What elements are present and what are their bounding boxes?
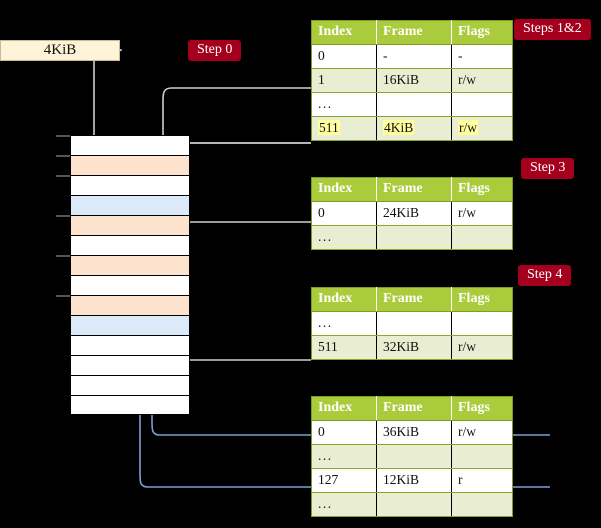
mem-row-0 <box>70 135 190 155</box>
cell-flags: r <box>451 468 513 493</box>
cell-frame: 36KiB <box>376 420 452 445</box>
mem-row-4 <box>70 215 190 235</box>
cell-flags <box>451 444 513 469</box>
table-row: ... <box>311 444 513 469</box>
cell-index: 127 <box>311 468 377 493</box>
cell-frame: - <box>376 44 452 69</box>
mem-row-12 <box>70 375 190 395</box>
cell-index: ... <box>311 444 377 469</box>
table-row: ... <box>311 92 513 117</box>
column-header-flags: Flags <box>451 177 513 202</box>
frame-box-4kib: 4KiB <box>0 40 120 61</box>
wire-l4-511b <box>176 142 311 156</box>
cell-frame: 12KiB <box>376 468 452 493</box>
mem-row-2 <box>70 175 190 195</box>
cell-index: ... <box>311 311 377 336</box>
table-row: ... <box>311 492 513 517</box>
cell-frame: 16KiB <box>376 68 452 93</box>
column-header-index: Index <box>311 20 377 45</box>
cell-frame: 4KiB <box>376 116 452 141</box>
memory-tick-1 <box>56 155 70 157</box>
badge-steps-1-and-2: Steps 1&2 <box>514 19 591 41</box>
highlighted-value: 511 <box>318 120 340 135</box>
mem-row-1 <box>70 155 190 175</box>
cell-index: 0 <box>311 201 377 226</box>
cell-frame <box>376 444 452 469</box>
column-header-flags: Flags <box>451 396 513 421</box>
cell-flags: r/w <box>451 335 513 360</box>
cell-index: 511 <box>311 116 377 141</box>
mem-row-7 <box>70 275 190 295</box>
cell-frame: 32KiB <box>376 335 452 360</box>
wire-step3 <box>173 221 311 257</box>
frame-box-label: 4KiB <box>43 42 77 58</box>
cell-flags: r/w <box>451 201 513 226</box>
cell-frame <box>376 92 452 117</box>
mem-row-6 <box>70 255 190 275</box>
table-row: 511 4KiB r/w <box>311 116 513 141</box>
memory-tick-0 <box>56 135 70 137</box>
cell-flags <box>451 225 513 250</box>
cell-index: ... <box>311 92 377 117</box>
cell-index: ... <box>311 225 377 250</box>
column-header-frame: Frame <box>376 396 452 421</box>
cell-frame: 24KiB <box>376 201 452 226</box>
cell-flags: r/w <box>451 420 513 445</box>
cell-frame <box>376 492 452 517</box>
column-header-index: Index <box>311 287 377 312</box>
cell-frame <box>376 225 452 250</box>
table-row: 0-- <box>311 44 513 69</box>
column-header-flags: Flags <box>451 287 513 312</box>
mem-row-3 <box>70 195 190 215</box>
mem-row-5 <box>70 235 190 255</box>
column-header-index: Index <box>311 396 377 421</box>
mem-row-10 <box>70 335 190 355</box>
memory-tick-6 <box>56 255 70 257</box>
column-header-frame: Frame <box>376 287 452 312</box>
mem-row-8 <box>70 295 190 315</box>
cell-index: ... <box>311 492 377 517</box>
cell-index: 0 <box>311 420 377 445</box>
badge-step-3: Step 3 <box>521 158 575 180</box>
cell-flags <box>451 492 513 517</box>
highlighted-value: r/w <box>458 120 478 135</box>
cell-flags: r/w <box>451 116 513 141</box>
column-header-index: Index <box>311 177 377 202</box>
badge-step-0: Step 0 <box>188 40 242 62</box>
mem-row-9 <box>70 315 190 335</box>
badge-step-4: Step 4 <box>518 265 572 287</box>
cell-index: 1 <box>311 68 377 93</box>
physical-memory-column <box>56 135 190 415</box>
memory-tick-8 <box>56 295 70 297</box>
column-header-flags: Flags <box>451 20 513 45</box>
highlighted-value: 4KiB <box>383 120 415 135</box>
mem-row-11 <box>70 355 190 375</box>
column-header-frame: Frame <box>376 177 452 202</box>
cell-frame <box>376 311 452 336</box>
cell-flags <box>451 311 513 336</box>
memory-tick-4 <box>56 215 70 217</box>
memory-tick-2 <box>56 175 70 177</box>
cell-flags: r/w <box>451 68 513 93</box>
wire-l4-511 <box>175 142 311 157</box>
wire-step4 <box>166 308 311 361</box>
cell-flags: - <box>451 44 513 69</box>
table-row: ... <box>311 311 513 336</box>
mem-row-13 <box>70 395 190 415</box>
cell-index: 511 <box>311 335 377 360</box>
cell-flags <box>451 92 513 117</box>
table-row: ... <box>311 225 513 250</box>
cell-index: 0 <box>311 44 377 69</box>
column-header-frame: Frame <box>376 20 452 45</box>
